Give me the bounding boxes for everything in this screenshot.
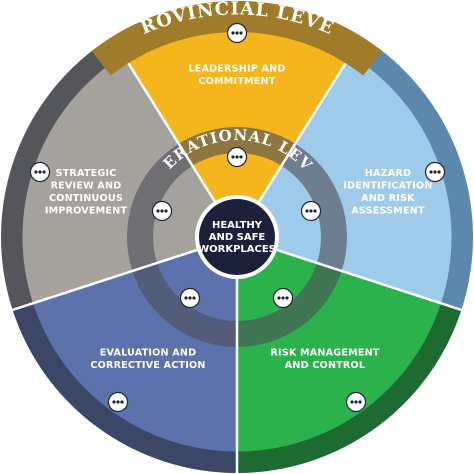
evaluation-label: EVALUATION AND CORRECTIVE ACTION [90,347,205,371]
strategic-review-label-line: CONTINUOUS [49,193,123,204]
risk-management-operational-more-button[interactable] [272,287,294,309]
strategic-review-operational-more-button[interactable] [151,200,173,222]
strategic-review-segment[interactable] [22,55,238,304]
center-label-line: AND SAFE [209,232,266,243]
more-dot-icon [38,170,42,174]
center-hub-circle [199,199,275,275]
leadership-operational-ring-section [178,126,296,166]
more-dot-icon [277,296,281,300]
evaluation-label-line: CORRECTIVE ACTION [90,360,205,371]
more-dot-icon [350,400,354,404]
provincial-level-band [91,0,383,76]
strategic-review-outer-rim [0,36,124,310]
more-dot-icon [309,209,313,213]
hazard-outer-rim [350,36,474,310]
more-dot-icon [34,170,38,174]
more-dot-icon [235,31,239,35]
more-dot-icon [437,170,441,174]
more-dot-icon [285,296,289,300]
more-dot-icon [235,155,239,159]
more-dot-icon [184,296,188,300]
leadership-label: LEADERSHIP AND COMMITMENT [188,63,285,87]
more-dot-icon [305,209,309,213]
more-dot-icon [112,400,116,404]
more-dot-icon [231,31,235,35]
more-dot-icon [313,209,317,213]
more-dot-icon [164,209,168,213]
strategic-review-label-line: REVIEW AND [51,180,122,191]
risk-management-label-line: AND CONTROL [285,360,365,371]
hazard-label-line: IDENTIFICATION [343,180,432,191]
more-dot-icon [188,296,192,300]
more-dot-icon [156,209,160,213]
hazard-label-line: ASSESSMENT [351,205,425,216]
more-dot-icon [231,155,235,159]
more-dot-icon [120,400,124,404]
strategic-review-label-line: STRATEGIC [56,168,117,179]
leadership-operational-more-button[interactable] [226,146,248,168]
more-dot-icon [281,296,285,300]
strategic-review-label-line: IMPROVEMENT [45,205,128,216]
more-dot-icon [358,400,362,404]
more-dot-icon [429,170,433,174]
strategic-review-more-button[interactable] [29,161,51,183]
risk-management-outer-rim [237,303,462,473]
hazard-more-button[interactable] [424,161,446,183]
more-dot-icon [239,155,243,159]
evaluation-operational-more-button[interactable] [179,287,201,309]
leadership-label-line: LEADERSHIP AND [188,63,285,74]
hazard-operational-more-button[interactable] [300,200,322,222]
more-dot-icon [433,170,437,174]
strategic-review-operational-ring-section [126,143,193,271]
more-dot-icon [160,209,164,213]
evaluation-label-line: EVALUATION AND [100,347,197,358]
more-dot-icon [192,296,196,300]
center-label-line: HEALTHY [212,220,263,231]
provincial-band-arc [91,0,383,76]
hazard-label-line: HAZARD [365,168,411,179]
more-dot-icon [239,31,243,35]
risk-management-label: RISK MANAGEMENT AND CONTROL [270,347,379,371]
leadership-more-button[interactable] [226,22,248,44]
evaluation-outer-rim [12,303,237,473]
more-dot-icon [354,400,358,404]
evaluation-more-button[interactable] [107,391,129,413]
operational-ring [126,126,348,347]
leadership-label-line: COMMITMENT [198,76,275,87]
center-label-line: WORKPLACES [198,244,276,255]
more-buttons [29,22,446,413]
risk-management-label-line: RISK MANAGEMENT [270,347,379,358]
hazard-segment[interactable] [237,55,452,304]
hazard-operational-ring-section [281,143,348,271]
hazard-label-line: AND RISK [361,193,415,204]
risk-management-more-button[interactable] [345,391,367,413]
more-dot-icon [116,400,120,404]
more-dot-icon [42,170,46,174]
